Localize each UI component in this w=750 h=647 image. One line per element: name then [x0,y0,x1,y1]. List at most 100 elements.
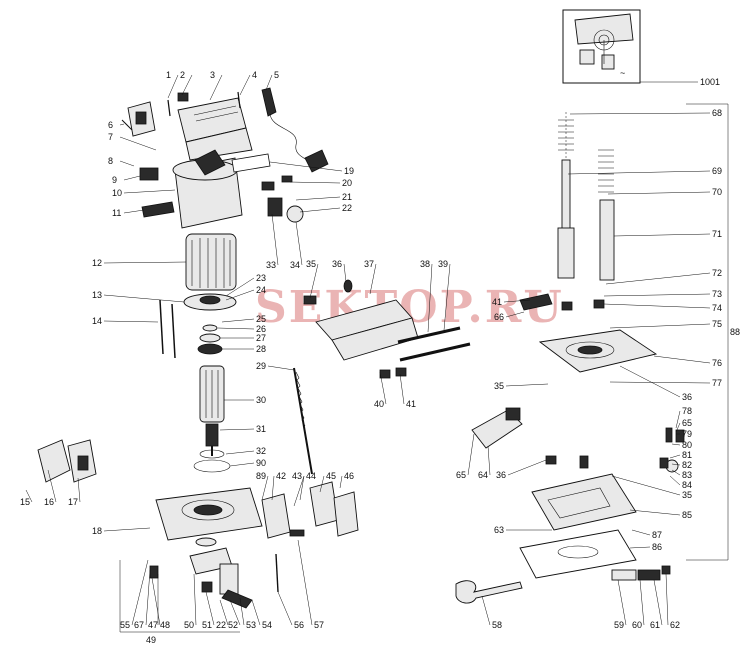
callout-51: 51 [202,620,212,630]
callout-1: 1 [166,70,171,80]
callout-81: 81 [682,450,692,460]
armature [199,365,225,456]
leader-line [607,191,711,195]
leader-line [309,263,319,299]
leader-line [193,573,197,626]
leader-line [481,595,491,626]
callout-40: 40 [374,399,384,409]
leader-line [669,454,681,459]
callout-42: 42 [276,471,286,481]
callout-16: 16 [44,497,54,507]
leader-line [609,323,711,329]
callout-28: 28 [256,344,266,354]
leader-line [103,294,185,303]
sole-plate-assembly [303,279,471,379]
callout-4: 4 [252,70,257,80]
leader-line [277,591,293,626]
leader-line [339,475,343,489]
leader-line [145,569,151,626]
leader-line [77,477,81,503]
callout-68: 68 [712,108,722,118]
leader-line [251,599,261,626]
leader-line [567,170,711,175]
bracket-88-label: 88 [730,327,740,337]
callout-43: 43 [292,471,302,481]
leader-line [671,463,681,466]
leader-lines [25,74,711,626]
leader-line [319,475,325,493]
callout-21: 21 [342,192,352,202]
callout-36: 36 [496,470,506,480]
label-plate [141,153,271,218]
callout-39: 39 [438,259,448,269]
callout-35: 35 [682,490,692,500]
callout-35: 35 [494,381,504,391]
callout-60: 60 [632,620,642,630]
leader-line [619,365,681,398]
callout-70: 70 [712,187,722,197]
leader-line [343,263,347,283]
callout-7: 7 [108,132,113,142]
callout-13: 13 [92,290,102,300]
callout-2: 2 [180,70,185,80]
stator-housing [172,149,243,229]
leader-line [151,577,161,626]
callout-45: 45 [326,471,336,481]
leader-line [629,546,651,549]
callout-22: 22 [216,620,226,630]
leader-line [629,509,681,516]
leader-line [443,263,451,331]
upper-base-frame [519,293,658,373]
callout-87: 87 [652,530,662,540]
callout-67: 67 [134,620,144,630]
leader-line [219,599,229,626]
leader-line [181,74,193,96]
leader-line [123,209,145,214]
callout-36: 36 [682,392,692,402]
leader-line [119,123,125,126]
wrench [455,580,523,604]
leader-line [299,207,341,213]
inset-ref-label: 1001 [700,77,720,87]
leader-line [265,74,273,91]
leader-line [269,161,343,172]
leader-line [119,160,135,167]
leader-line [123,189,176,194]
callout-80: 80 [682,440,692,450]
callout-56: 56 [294,620,304,630]
callout-6: 6 [108,120,113,130]
callout-63: 63 [494,525,504,535]
leader-line [299,475,305,501]
callout-71: 71 [712,229,722,239]
callout-65: 65 [456,470,466,480]
inset-detail: ~ [562,9,641,84]
callout-15: 15 [20,497,30,507]
leader-line [505,311,525,318]
leader-line [239,597,245,626]
callout-89: 89 [256,471,266,481]
lower-mechanism [149,537,253,609]
callout-34: 34 [290,260,300,270]
side-handles [37,439,97,483]
leader-line [467,433,475,476]
leader-line [289,181,341,184]
motor-housing-cover [177,97,253,161]
callout-62: 62 [670,620,680,630]
leader-line [295,221,303,266]
base-plate-sheet [519,529,637,579]
leader-line [665,573,669,626]
callout-17: 17 [68,497,78,507]
callout-61: 61 [650,620,660,630]
callout-79: 79 [682,429,692,439]
callout-41: 41 [492,297,502,307]
callout-33: 33 [266,260,276,270]
leader-line [613,233,711,237]
long-screws [159,299,176,359]
leader-line [271,475,275,501]
callout-75: 75 [712,319,722,329]
leader-line [369,263,377,295]
callout-47: 47 [148,620,158,630]
leader-line [675,410,681,429]
leader-line [671,469,681,476]
callout-84: 84 [682,480,692,490]
